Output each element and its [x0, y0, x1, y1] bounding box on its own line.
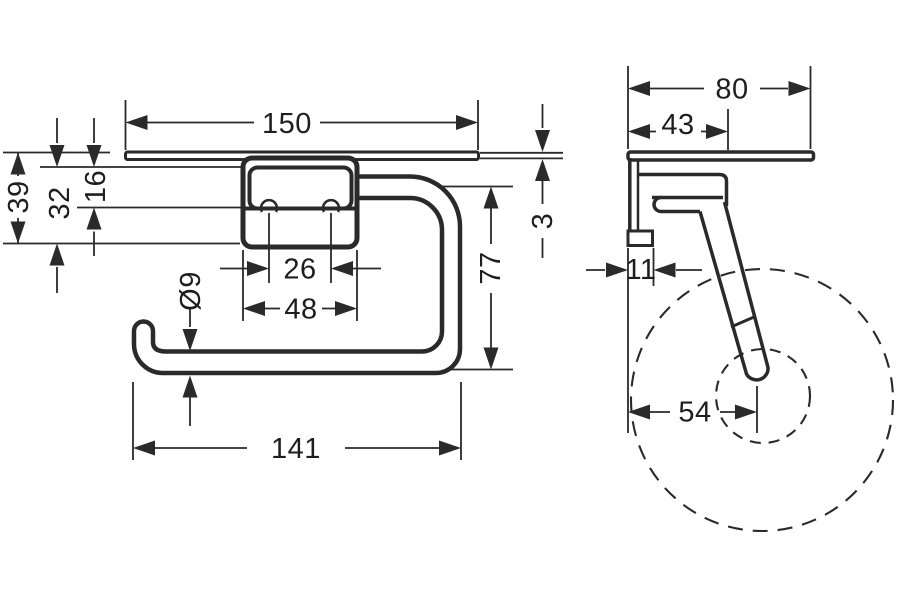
dim-wall-plate-depth-label: 11 [625, 254, 656, 286]
dim-43-lines [650, 109, 729, 150]
dim-shelf-thickness-label: 3 [527, 213, 559, 230]
screw-hole-left [259, 198, 279, 213]
roll-outer-dashed-circle [629, 267, 895, 533]
roll-bar-side [698, 201, 770, 382]
dim-3-lines [480, 104, 563, 258]
dim-11-lines [586, 248, 702, 433]
dimension-lines [3, 66, 812, 460]
dim-shelf-width-label: 150 [262, 108, 312, 140]
roll-holder-bar [131, 174, 463, 376]
mounting-plate [240, 155, 360, 250]
dim-48-lines [242, 250, 358, 321]
dim-lower-height-label: 32 [44, 186, 76, 219]
roll-bar-joint-line [730, 315, 755, 329]
shelf-side [626, 150, 816, 162]
screw-hole-right [321, 198, 341, 213]
dim-26-lines [220, 213, 381, 283]
dim-plate-width-label: 48 [284, 294, 317, 326]
dim-bar-length-label: 141 [271, 433, 321, 465]
plate-tab-side [652, 195, 700, 214]
dim-extension-lines-plate [40, 166, 243, 209]
dim-bar-diameter-label: Ø9 [175, 271, 207, 311]
dim-shelf-depth-label: 80 [715, 74, 748, 106]
dim-hole-spacing-label: 26 [283, 254, 316, 286]
dim-141-lines [132, 382, 462, 460]
roll-core-dashed-circle [714, 347, 812, 445]
dim-80-lines [627, 66, 812, 149]
dim-roll-center-distance-label: 54 [678, 397, 711, 429]
dim-total-height-label: 39 [3, 180, 35, 213]
dimension-labels: 150 39 32 16 26 48 Ø9 141 77 3 80 43 11 … [3, 74, 748, 465]
dimension-arrowheads [10, 81, 811, 456]
front-view [124, 150, 480, 376]
dim-bar-drop-label: 77 [475, 251, 507, 284]
dim-clip-height-label: 16 [80, 170, 112, 203]
paper-roll-outline [629, 267, 895, 533]
label-backgrounds [6, 176, 554, 293]
bracket-arm [639, 172, 729, 206]
wall-plate-foot [626, 229, 654, 247]
dim-150-lines [124, 100, 479, 150]
side-view [626, 150, 895, 533]
mounting-plate-outline [240, 155, 360, 250]
side-profile [626, 150, 816, 382]
dim-54-lines [650, 386, 758, 433]
dim-bracket-depth-label: 43 [661, 109, 694, 141]
